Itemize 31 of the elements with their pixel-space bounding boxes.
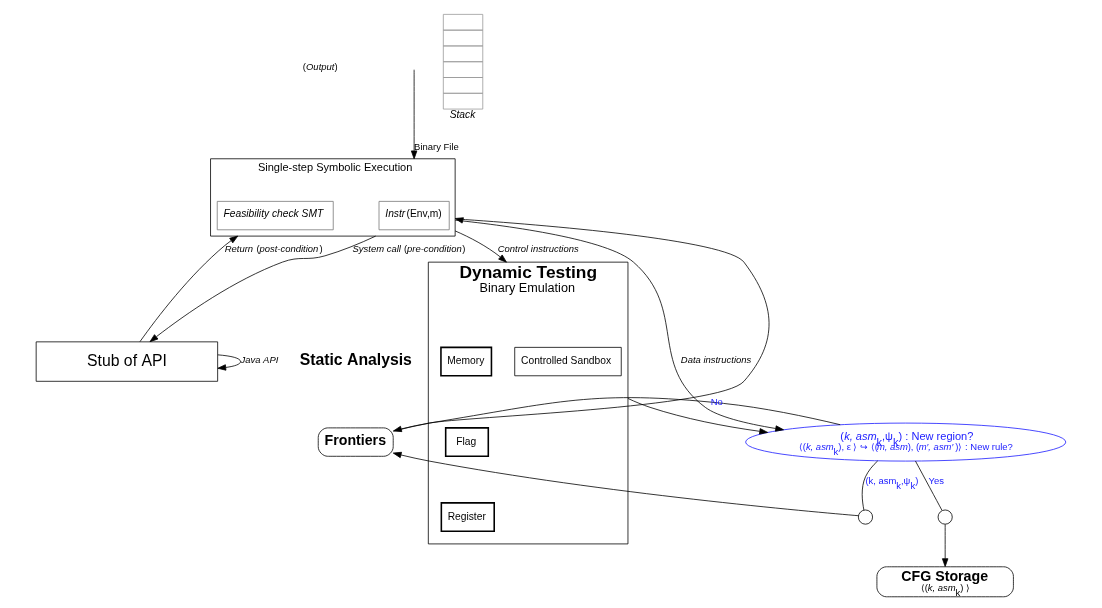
edge-label: Java API xyxy=(240,354,279,366)
node-circle xyxy=(937,509,953,525)
edge-label: Yes xyxy=(928,475,945,487)
node-box: Memory xyxy=(440,346,493,377)
node-circle xyxy=(857,509,873,525)
node-box: Flag xyxy=(444,427,490,458)
arrow xyxy=(149,235,377,343)
node-box: Feasibility check SMT xyxy=(216,201,334,231)
label: (Output) xyxy=(302,61,338,73)
edge-label: Data instructions xyxy=(680,354,752,366)
arrow xyxy=(942,524,949,567)
arrow xyxy=(392,451,859,517)
label: Static Analysis xyxy=(299,350,412,368)
arrow xyxy=(139,235,239,343)
node-box: Register xyxy=(440,502,495,533)
arrow xyxy=(627,398,768,435)
node-box: Frontiers xyxy=(317,427,394,457)
edge-label: System call (pre-condition) xyxy=(352,243,466,255)
node-box: Instr(Env,m) xyxy=(378,201,450,231)
edge-label: Binary File xyxy=(414,140,459,152)
arrow xyxy=(454,219,784,432)
arrow xyxy=(410,69,418,160)
node-box: Controlled Sandbox xyxy=(514,346,622,377)
node-box: Stub of API xyxy=(35,341,219,382)
arrow xyxy=(454,230,507,263)
node-label: Stack xyxy=(449,109,476,121)
edge-label: Return (post-condition) xyxy=(224,243,323,255)
connector xyxy=(915,460,943,511)
connector xyxy=(861,460,879,511)
arrow xyxy=(217,354,241,371)
edge-label: Control instructions xyxy=(497,243,579,255)
